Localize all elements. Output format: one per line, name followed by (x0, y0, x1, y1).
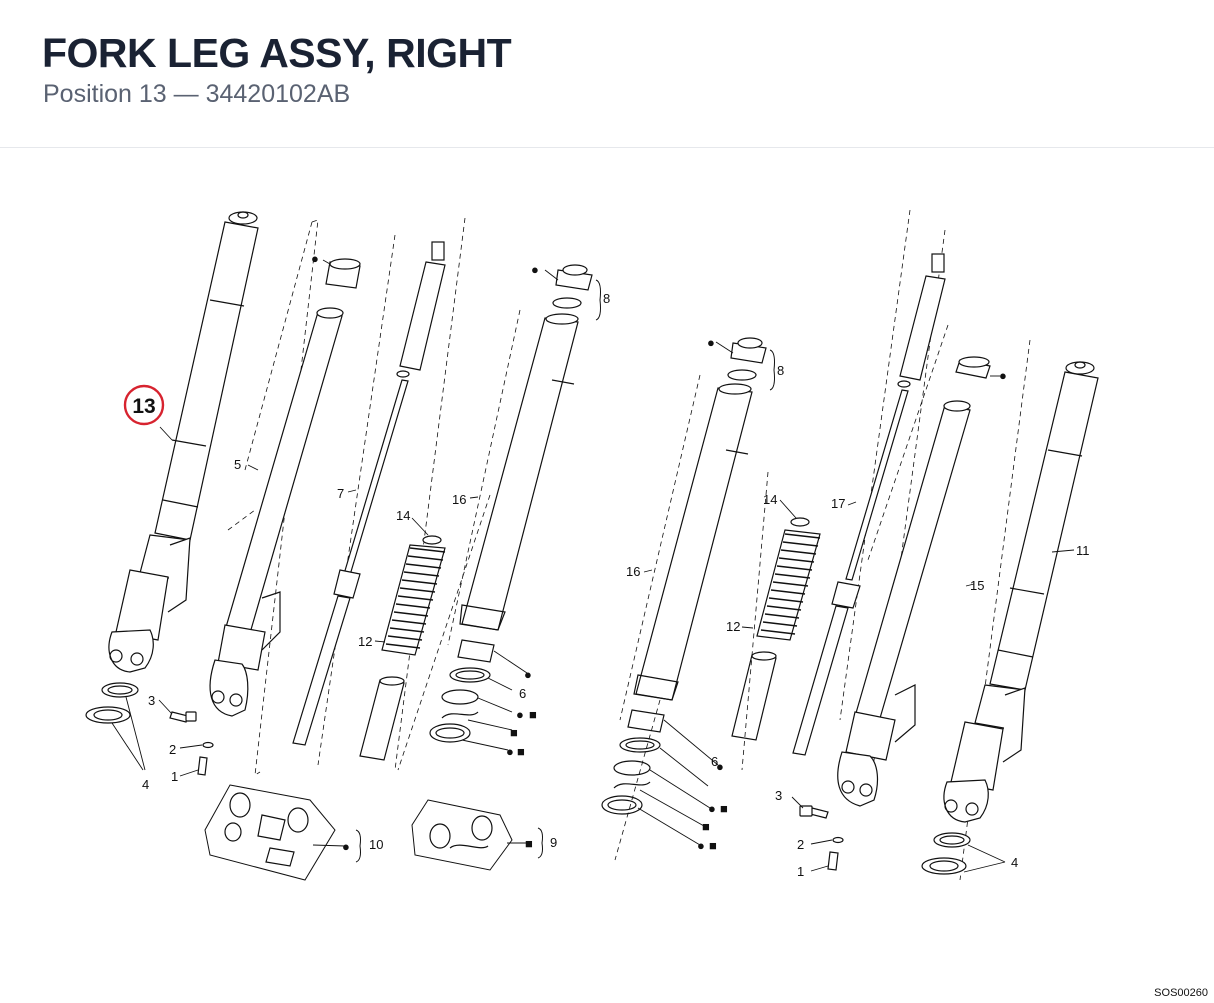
page-subtitle: Position 13 — 34420102AB (43, 80, 351, 108)
seal-stack-6-right[interactable] (601, 709, 665, 815)
spring-12[interactable] (359, 535, 446, 761)
damper-rod-17[interactable] (792, 253, 946, 756)
square-symbol: ■ (709, 838, 717, 853)
header: FORK LEG ASSY, RIGHT Position 13 — 34420… (0, 0, 1214, 148)
callout-8-right: 8 (777, 363, 784, 378)
callout-3: 3 (148, 693, 155, 708)
callout-6: 6 (519, 686, 526, 701)
clamp-ring-4-right[interactable] (921, 832, 971, 875)
highlight-label: 13 (132, 395, 155, 418)
dot-symbol: ● (516, 707, 524, 722)
callout-17: 17 (831, 496, 845, 511)
dot-symbol: ● (506, 744, 514, 759)
callout-2-right: 2 (797, 837, 804, 852)
square-symbol: ■ (720, 801, 728, 816)
outer-tube-5[interactable] (209, 307, 344, 717)
square-symbol: ■ (510, 725, 518, 740)
square-symbol: ■ (702, 819, 710, 834)
callout-4-right: 4 (1011, 855, 1018, 870)
callout-5: 5 (234, 457, 241, 472)
bushing-top[interactable] (325, 258, 361, 289)
seal-stack-6[interactable] (429, 639, 495, 743)
inner-tube-16[interactable] (459, 313, 579, 631)
callout-16: 16 (452, 492, 466, 507)
callout-14: 14 (396, 508, 410, 523)
fork-leg-13[interactable] (108, 211, 259, 673)
dot-symbol: ● (531, 262, 539, 277)
square-symbol: ■ (525, 836, 533, 851)
dot-symbol: ● (999, 368, 1007, 383)
clamp-ring-4[interactable] (85, 682, 139, 724)
fork-leg-11[interactable] (943, 361, 1099, 823)
callout-11: 11 (1076, 543, 1090, 558)
dot-symbol: ● (708, 801, 716, 816)
bolt-1-right[interactable] (827, 851, 839, 871)
callout-1-right: 1 (797, 864, 804, 879)
top-cap-8[interactable] (552, 264, 593, 309)
exploded-parts-diagram: 5 7 16 14 12 8 3 2 1 4 6 10 9 8 14 16 12… (85, 209, 1099, 881)
callout-6-right: 6 (711, 754, 718, 769)
dot-symbol: ● (716, 759, 724, 774)
page-title: FORK LEG ASSY, RIGHT (42, 30, 512, 76)
axle-clamp-kit-9[interactable] (411, 799, 513, 871)
callout-15: 15 (970, 578, 984, 593)
top-cap-8-right[interactable] (727, 337, 767, 381)
square-symbol: ■ (529, 707, 537, 722)
dot-symbol: ● (697, 838, 705, 853)
dot-symbol: ● (342, 839, 350, 854)
callout-4: 4 (142, 777, 149, 792)
dot-symbol: ● (707, 335, 715, 350)
callout-1: 1 (171, 769, 178, 784)
callout-10: 10 (369, 837, 383, 852)
callout-16-right: 16 (626, 564, 640, 579)
bolt-1[interactable] (197, 756, 208, 776)
callout-3-right: 3 (775, 788, 782, 803)
bolt-3-right[interactable] (799, 805, 829, 819)
callout-9: 9 (550, 835, 557, 850)
callout-2: 2 (169, 742, 176, 757)
diagram-code: SOS00260 (1154, 987, 1208, 999)
outer-tube-15[interactable] (837, 356, 991, 807)
bolt-3[interactable] (169, 711, 197, 723)
washer-2-right[interactable] (832, 836, 844, 844)
highlight-callout-13[interactable]: 13 (123, 384, 165, 426)
dot-symbol: ● (311, 251, 319, 266)
damper-rod-7[interactable] (292, 241, 446, 746)
callout-7: 7 (337, 486, 344, 501)
inner-tube-16-right[interactable] (633, 383, 753, 701)
dot-symbol: ● (524, 667, 532, 682)
callout-12: 12 (358, 634, 372, 649)
callout-12-right: 12 (726, 619, 740, 634)
square-symbol: ■ (517, 744, 525, 759)
callout-8: 8 (603, 291, 610, 306)
axle-clamp-kit-10[interactable] (204, 784, 336, 881)
callout-14-right: 14 (763, 492, 777, 507)
washer-2[interactable] (202, 741, 214, 749)
spring-12-right[interactable] (731, 517, 821, 741)
